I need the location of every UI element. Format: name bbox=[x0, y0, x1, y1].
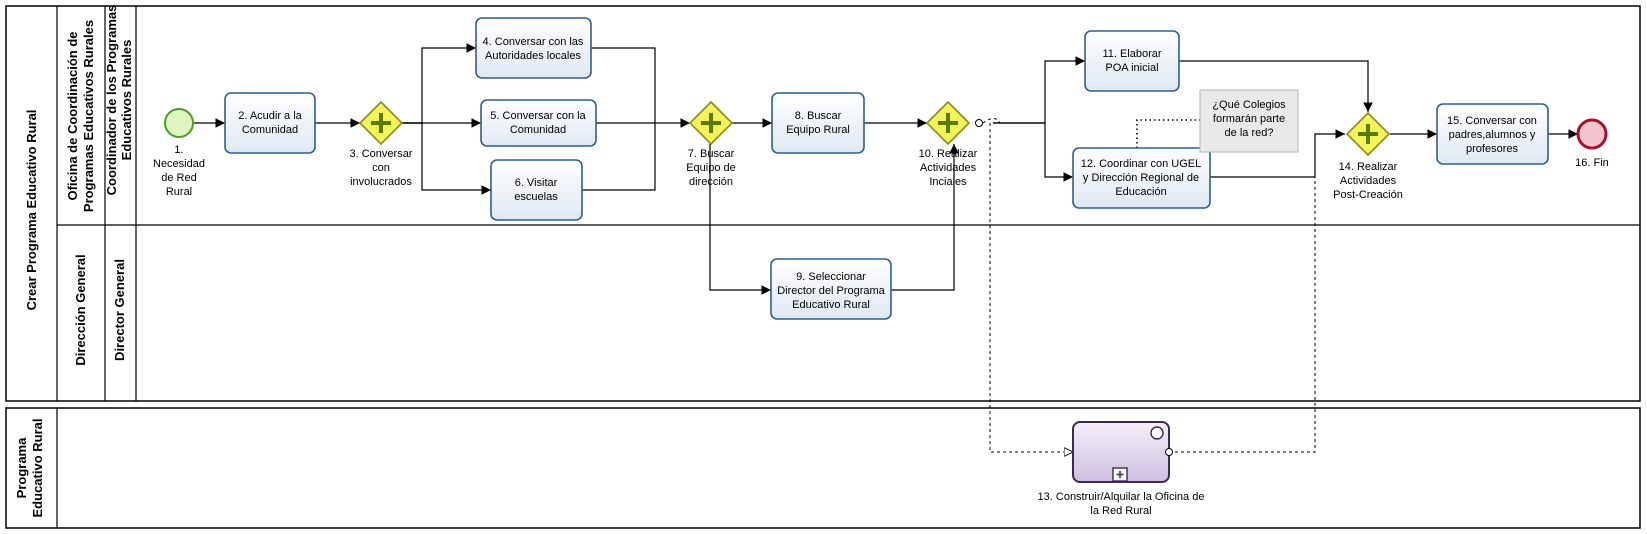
task-12-label-3: Educación bbox=[1115, 186, 1166, 198]
task-9-label-3: Educativo Rural bbox=[792, 299, 870, 311]
intermediate-event-icon bbox=[1150, 426, 1164, 440]
task-2-label-2: Comunidad bbox=[242, 124, 298, 136]
pool-program-title-line2: Educativo Rural bbox=[30, 419, 45, 518]
task-5-label-2: Comunidad bbox=[510, 124, 566, 136]
lane-1-title-line1: Oficina de Coordinación de bbox=[65, 31, 80, 200]
task-12-label-2: y Dirección Regional de bbox=[1083, 172, 1199, 184]
task-6-label-1: 6. Visitar bbox=[515, 177, 558, 189]
task-9-label-2: Director del Programa bbox=[777, 285, 885, 297]
task-8-label-1: 8. Buscar bbox=[795, 110, 842, 122]
gateway-7[interactable]: 7. Buscar Equipo de dirección bbox=[686, 100, 736, 188]
task-8[interactable]: 8. Buscar Equipo Rural bbox=[771, 92, 865, 154]
subprocess-13-label-2: la Red Rural bbox=[1090, 505, 1151, 517]
task-6[interactable]: 6. Visitar escuelas bbox=[490, 159, 583, 221]
sublane-2-title: Director General bbox=[112, 259, 127, 361]
task-5[interactable]: 5. Conversar con la Comunidad bbox=[480, 99, 597, 147]
parallel-gateway-plus-icon bbox=[701, 113, 721, 133]
pool-program-title-line1: Programa bbox=[14, 437, 29, 498]
end-event-label: 16. Fin bbox=[1575, 157, 1609, 169]
task-15-label-3: profesores bbox=[1466, 143, 1518, 155]
annotation-line-3: de la red? bbox=[1225, 127, 1274, 139]
pool-program: Programa Educativo Rural bbox=[5, 407, 1641, 529]
task-9-label-1: 9. Seleccionar bbox=[796, 271, 866, 283]
parallel-gateway-plus-icon bbox=[938, 113, 958, 133]
task-6-label-2: escuelas bbox=[514, 191, 558, 203]
pool-main-title: Crear Programa Educativo Rural bbox=[24, 110, 39, 311]
annotation-line-1: ¿Qué Colegios bbox=[1212, 99, 1286, 111]
task-11[interactable]: 11. Elaborar POA inicial bbox=[1084, 30, 1180, 92]
task-2[interactable]: 2. Acudir a la Comunidad bbox=[224, 92, 316, 154]
subprocess-13-label-1: 13. Construir/Alquilar la Oficina de bbox=[1038, 491, 1205, 503]
task-15[interactable]: 15. Conversar con padres,alumnos y profe… bbox=[1436, 103, 1549, 165]
task-11-label-1: 11. Elaborar bbox=[1102, 48, 1161, 60]
gateway-7-label-1: 7. Buscar bbox=[688, 148, 735, 160]
task-15-label-2: padres,alumnos y bbox=[1449, 129, 1536, 141]
task-4[interactable]: 4. Conversar con las Autoridades locales bbox=[475, 17, 592, 79]
task-15-label-1: 15. Conversar con bbox=[1447, 115, 1537, 127]
end-event: 16. Fin bbox=[1575, 118, 1609, 169]
parallel-gateway-plus-icon bbox=[1358, 124, 1378, 144]
gateway-14[interactable]: 14. Realizar Actividades Post-Creación bbox=[1333, 111, 1403, 201]
gateway-3-label-1: 3. Conversar bbox=[350, 148, 413, 160]
gateway-10-label-1: 10. Realizar bbox=[919, 148, 978, 160]
start-event-label-2: Necesidad bbox=[153, 158, 205, 170]
start-event: 1. Necesidad de Red Rural bbox=[153, 108, 205, 198]
start-event-label-4: Rural bbox=[166, 186, 192, 198]
task-2-label-1: 2. Acudir a la bbox=[238, 110, 302, 122]
sublane-1-title-line2: Educativos Rurales bbox=[119, 40, 134, 161]
gateway-10[interactable]: 10. Realizar Actividades Inciales bbox=[919, 100, 978, 188]
gateway-14-label-2: Actividades bbox=[1340, 175, 1397, 187]
task-12-label-1: 12. Coordinar con UGEL bbox=[1081, 158, 1201, 170]
pool-main: Crear Programa Educativo Rural Oficina d… bbox=[5, 5, 1641, 402]
gateway-14-label-3: Post-Creación bbox=[1333, 189, 1403, 201]
lane-1-title-line2: Programas Educativos Rurales bbox=[81, 20, 96, 212]
gateway-3-label-2: con bbox=[372, 162, 390, 174]
subprocess-13[interactable]: 13. Construir/Alquilar la Oficina de la … bbox=[1038, 421, 1205, 517]
task-11-label-2: POA inicial bbox=[1105, 62, 1158, 74]
task-4-label-2: Autoridades locales bbox=[485, 50, 582, 62]
start-event-label-3: de Red bbox=[161, 172, 196, 184]
task-8-label-2: Equipo Rural bbox=[786, 124, 850, 136]
sublane-1-title-line1: Coordinador de los Programas bbox=[104, 5, 119, 196]
task-4-label-1: 4. Conversar con las bbox=[483, 36, 584, 48]
parallel-gateway-plus-icon bbox=[371, 113, 391, 133]
gateway-7-label-2: Equipo de bbox=[686, 162, 736, 174]
message-flows bbox=[975, 118, 1316, 453]
annotation-line-2: formarán parte bbox=[1213, 113, 1285, 125]
sequence-flows bbox=[194, 43, 1578, 295]
lane-2-title: Dirección General bbox=[73, 254, 88, 365]
gateway-3[interactable]: 3. Conversar con involucrados bbox=[350, 100, 413, 188]
gateway-14-label-1: 14. Realizar bbox=[1339, 161, 1398, 173]
task-9[interactable]: 9. Seleccionar Director del Programa Edu… bbox=[770, 258, 892, 320]
text-annotation: ¿Qué Colegios formarán parte de la red? bbox=[1199, 89, 1299, 153]
task-12[interactable]: 12. Coordinar con UGEL y Dirección Regio… bbox=[1072, 147, 1211, 209]
gateway-10-label-2: Actividades bbox=[920, 162, 977, 174]
start-event-label-1: 1. bbox=[174, 144, 183, 156]
gateway-3-label-3: involucrados bbox=[350, 176, 412, 188]
gateway-10-label-3: Inciales bbox=[929, 176, 967, 188]
task-5-label-1: 5. Conversar con la bbox=[490, 110, 586, 122]
gateway-7-label-3: dirección bbox=[689, 176, 733, 188]
